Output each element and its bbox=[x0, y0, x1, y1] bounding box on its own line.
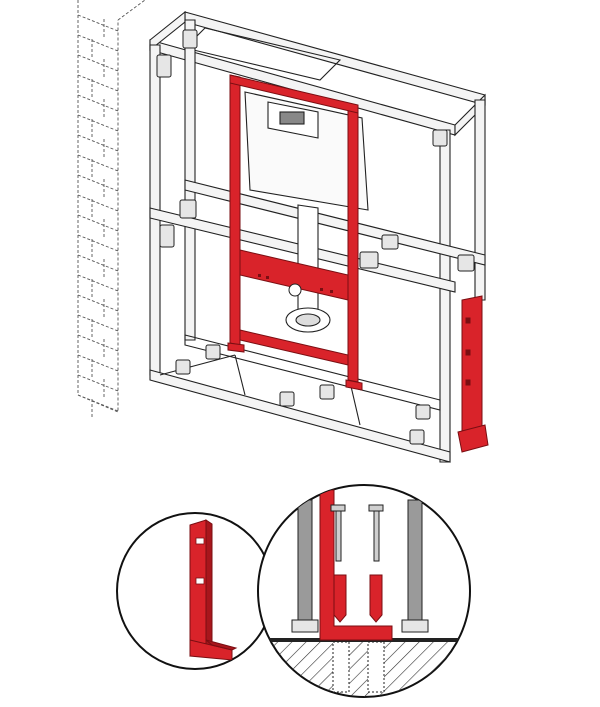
wall-plug-icon bbox=[333, 574, 383, 623]
support-bracket-red bbox=[457, 295, 489, 453]
frame-joints bbox=[156, 29, 475, 445]
frame-holes bbox=[258, 274, 333, 293]
support-bracket-icon bbox=[189, 519, 238, 661]
installation-frame bbox=[149, 10, 486, 463]
anchor-screw-icon bbox=[330, 504, 384, 562]
mounting-frame-red bbox=[227, 74, 363, 391]
bracket-detail bbox=[116, 512, 274, 670]
brick-wall bbox=[77, 0, 146, 417]
anchoring-detail bbox=[257, 484, 471, 698]
